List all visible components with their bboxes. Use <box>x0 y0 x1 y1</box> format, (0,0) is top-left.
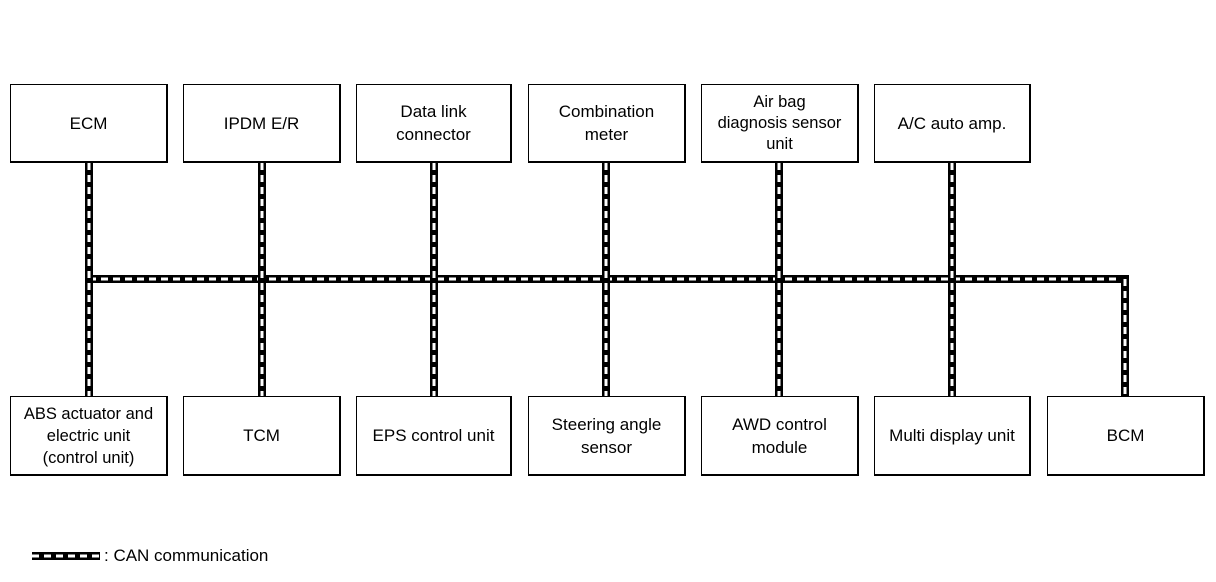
unit-abs-actuator: ABS actuator and electric unit (control … <box>10 396 168 476</box>
unit-tcm: TCM <box>183 396 341 476</box>
unit-combination-meter: Combination meter <box>528 84 686 163</box>
legend: : CAN communication <box>32 546 268 566</box>
unit-ipdm-er: IPDM E/R <box>183 84 341 163</box>
unit-ecm: ECM <box>10 84 168 163</box>
can-line-legend-icon <box>32 552 100 560</box>
legend-label: : CAN communication <box>104 546 269 565</box>
unit-awd-control-module: AWD control module <box>701 396 859 476</box>
unit-data-link-connector: Data link connector <box>356 84 512 163</box>
unit-steering-angle-sensor: Steering angle sensor <box>528 396 686 476</box>
unit-multi-display: Multi display unit <box>874 396 1031 476</box>
unit-eps-control: EPS control unit <box>356 396 512 476</box>
unit-ac-auto-amp: A/C auto amp. <box>874 84 1031 163</box>
unit-air-bag-diagnosis-sensor: Air bag diagnosis sensor unit <box>701 84 859 163</box>
unit-bcm: BCM <box>1047 396 1205 476</box>
